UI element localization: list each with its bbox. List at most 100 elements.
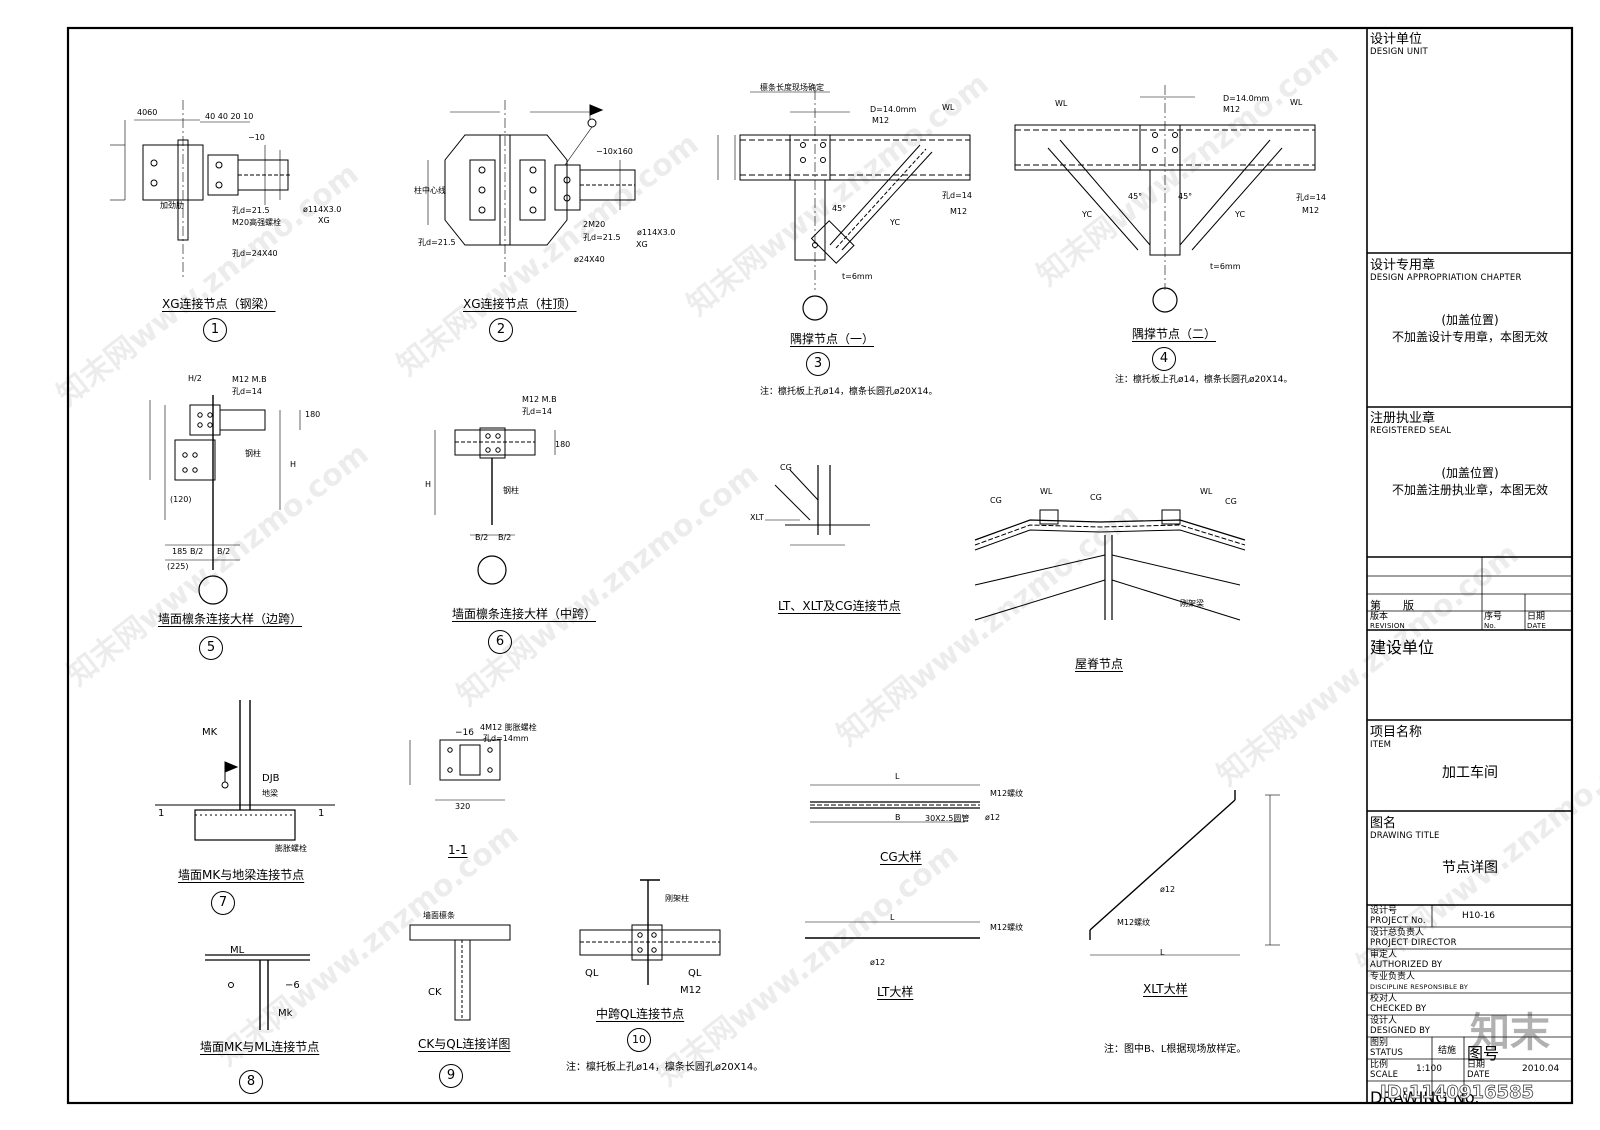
image-id-badge: ID:1140916585: [1380, 1082, 1535, 1104]
label-4m12: 4M12 膨胀螺栓: [480, 723, 537, 732]
label-wl-d4b: WL: [1290, 98, 1303, 107]
revision: 版本 REVISION: [1370, 612, 1405, 630]
detail-10-title: 中跨QL连接节点: [596, 1007, 685, 1021]
label-steel-col-d6: 钢柱: [503, 486, 519, 495]
detail-7-title: 墙面MK与地梁连接节点: [178, 868, 305, 882]
serial-no: 序号 No.: [1484, 612, 1502, 630]
project-item-value: 加工车间: [1442, 765, 1498, 781]
detail-4-note: 注：檩托板上孔ø14，檩条长圆孔ø20X14。: [1115, 375, 1293, 385]
label-phi24x40: ø24X40: [574, 255, 605, 264]
label-m12nut-cg: M12螺纹: [990, 789, 1024, 798]
label-185-d5: 185: [172, 547, 188, 556]
serial-no-en: No.: [1484, 622, 1497, 630]
label-xg-2: XG: [636, 240, 648, 249]
label-2m20: 2M20: [583, 220, 606, 229]
label-angle-d4: 45°: [1128, 192, 1143, 201]
detail-3-note: 注：檩托板上孔ø14，檩条长圆孔ø20X14。: [760, 387, 938, 397]
lt-xlt-cg-title: LT、XLT及CG连接节点: [778, 599, 901, 613]
detail-8-geometry: [205, 954, 310, 1030]
discipline-responsible-cn: 专业负责人: [1370, 972, 1416, 982]
project-no-value: H10-16: [1462, 911, 1495, 921]
registered-seal-cn: 注册执业章: [1370, 411, 1436, 426]
label-ck: CK: [428, 987, 442, 998]
detail-10-note: 注：檩托板上孔ø14，檩条长圆孔ø20X14。: [566, 1062, 764, 1073]
xlt-note: 注：图中B、L根据现场放样定。: [1104, 1044, 1247, 1055]
designed-by-en: DESIGNED BY: [1370, 1026, 1431, 1036]
label-h-d5: H: [290, 460, 297, 469]
designed-by: 设计人 DESIGNED BY: [1370, 1016, 1430, 1036]
label-m6: −6: [285, 980, 300, 991]
detail-9-geometry: [409, 924, 511, 1021]
detail-9-number: 9: [439, 1064, 463, 1088]
label-hole215-2: 孔d=21.5: [583, 233, 621, 242]
status-cn: 图别: [1370, 1038, 1389, 1048]
serial-no-cn: 序号: [1484, 612, 1503, 622]
project-item: 项目名称 ITEM 加工车间: [1370, 725, 1570, 782]
section-1-1-title: 1-1: [448, 843, 468, 857]
drawing-title-value: 节点详图: [1442, 860, 1498, 876]
revision-date-en: DATE: [1527, 622, 1547, 630]
label-320: 320: [455, 802, 471, 811]
label-hole14-d6: 孔d=14: [522, 407, 552, 416]
label-t6-d3: t=6mm: [842, 272, 873, 281]
label-xlt-lt: XLT: [750, 513, 764, 522]
detail-10-geometry: [579, 879, 721, 985]
label-angle-d3: 45°: [832, 204, 847, 213]
drawing-no-en: DRAWING No.: [1370, 1088, 1480, 1107]
label-section-1a: 1: [158, 808, 165, 819]
detail-8-number: 8: [239, 1070, 263, 1094]
label-angle-d4b: 45°: [1178, 192, 1193, 201]
discipline-responsible-en: DISCIPLINE RESPONSIBLE BY: [1370, 983, 1469, 991]
drawing-title-en: DRAWING TITLE: [1370, 831, 1440, 841]
project-director: 设计总负责人 PROJECT DIRECTOR: [1370, 928, 1457, 948]
xlt-geometry: [1089, 790, 1280, 956]
registered-seal-note1: (加盖位置): [1441, 466, 1499, 480]
label-hole14-d3: 孔d=14: [942, 191, 972, 200]
label-180-d5: 180: [305, 410, 321, 419]
project-director-en: PROJECT DIRECTOR: [1370, 938, 1457, 948]
scale-en: SCALE: [1370, 1070, 1399, 1080]
drawing-date-cn: 日期: [1467, 1060, 1486, 1070]
drawing-title-cn: 图名: [1370, 816, 1397, 831]
label-mk: MK: [202, 727, 218, 738]
lt-xlt-cg-geometry: [765, 465, 870, 546]
label-d14: D=14.0mm: [870, 105, 917, 114]
detail-4-number: 4: [1152, 347, 1176, 371]
xlt-detail-title: XLT大样: [1143, 982, 1188, 996]
label-m20: M20高强螺栓: [232, 218, 282, 227]
label-m12nut-lt: M12螺纹: [990, 923, 1024, 932]
revision-en: REVISION: [1370, 622, 1405, 630]
detail-7-number: 7: [211, 891, 235, 915]
label-phi12-cg: ø12: [985, 813, 1001, 822]
drawing-date-value: 2010.04: [1522, 1064, 1560, 1074]
designed-by-cn: 设计人: [1370, 1016, 1398, 1026]
label-cg-lt: CG: [780, 463, 792, 472]
label-ground-beam: 地梁: [262, 789, 278, 798]
detail-2-title: XG连接节点（柱顶）: [463, 297, 577, 311]
status: 图别 STATUS: [1370, 1038, 1403, 1058]
label-t6-d4: t=6mm: [1210, 262, 1241, 271]
detail-6-geometry: [434, 427, 556, 585]
detail-1-title: XG连接节点（钢梁）: [162, 297, 276, 311]
detail-10-number: 10: [627, 1028, 651, 1052]
label-m16: −16: [455, 728, 474, 738]
checked-by-cn: 校对人: [1370, 994, 1398, 1004]
label-m12b-d3: M12: [950, 207, 968, 216]
label-slot: 孔d=24X40: [232, 249, 278, 258]
status-en: STATUS: [1370, 1048, 1404, 1058]
project-director-cn: 设计总负责人: [1370, 928, 1425, 938]
label-hole215: 孔d=21.5: [232, 206, 270, 215]
label-h2-d5: H/2: [188, 374, 202, 383]
label-rigid-col: 刚架柱: [665, 894, 689, 903]
label-ql-a: QL: [585, 968, 599, 979]
detail-4-title: 隅撑节点（二）: [1132, 327, 1217, 341]
revision-date: 日期 DATE: [1527, 612, 1546, 630]
scale-cn: 比例: [1370, 1060, 1389, 1070]
label-hole14-d5: 孔d=14: [232, 387, 262, 396]
detail-2-number: 2: [489, 318, 513, 342]
label-m10x160: −10x160: [596, 147, 633, 156]
detail-1-number: 1: [203, 318, 227, 342]
label-l-xlt: L: [1160, 948, 1165, 957]
detail-5-number: 5: [199, 636, 223, 660]
